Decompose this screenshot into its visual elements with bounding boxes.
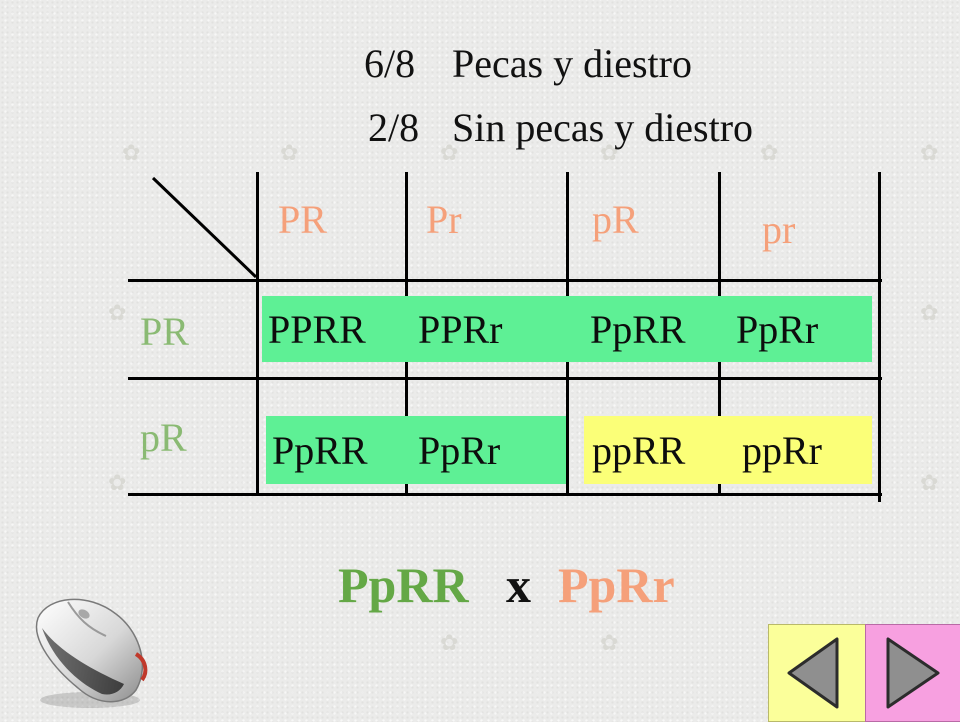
background-pattern-mark: ✿ xyxy=(920,300,939,325)
punnett-cell: PpRR xyxy=(266,416,412,484)
punnett-cell: PpRr xyxy=(730,296,872,362)
grid-vertical-line xyxy=(878,172,881,502)
background-pattern-mark: ✿ xyxy=(108,470,127,495)
background-pattern-mark: ✿ xyxy=(600,630,619,655)
ratio-fraction-1: 6/8 xyxy=(364,41,416,86)
grid-vertical-line xyxy=(256,172,259,494)
background-pattern-mark: ✿ xyxy=(280,140,299,165)
background-pattern-mark: ✿ xyxy=(760,140,779,165)
background-pattern-mark: ✿ xyxy=(108,300,127,325)
background-pattern-mark: ✿ xyxy=(440,630,459,655)
gamete-header: pR xyxy=(592,197,639,242)
gamete-header: PR xyxy=(278,197,327,242)
corner-diagonal-line xyxy=(151,176,258,279)
parent-genotype-1: PpRR xyxy=(338,557,469,613)
ratio-fraction-2: 2/8 xyxy=(368,105,420,150)
background-pattern-mark: ✿ xyxy=(920,470,939,495)
ratio-label-2: Sin pecas y diestro xyxy=(452,105,754,150)
cross-operator: x xyxy=(506,557,531,613)
punnett-cell: ppRR xyxy=(584,416,730,484)
grid-horizontal-line xyxy=(128,279,882,282)
grid-horizontal-line xyxy=(128,377,882,380)
background-pattern-mark: ✿ xyxy=(920,140,939,165)
punnett-cell: PpRR xyxy=(580,296,730,362)
arrow-left-icon xyxy=(787,637,839,709)
parent-genotype-2: PpRr xyxy=(558,557,675,613)
arrow-right-icon xyxy=(886,637,940,709)
row-gamete-label: PR xyxy=(140,309,189,354)
background-pattern-mark: ✿ xyxy=(440,140,459,165)
punnett-cell: PPRR xyxy=(262,296,412,362)
back-button[interactable] xyxy=(768,624,866,722)
punnett-cell: PpRr xyxy=(412,416,566,484)
ratio-label-1: Pecas y diestro xyxy=(452,41,692,86)
forward-button[interactable] xyxy=(865,624,960,722)
gamete-header: Pr xyxy=(426,197,462,242)
punnett-cell: PPRr xyxy=(412,296,580,362)
punnett-cell: ppRr xyxy=(730,416,872,484)
row-gamete-label: pR xyxy=(140,415,187,460)
gamete-header: pr xyxy=(762,207,796,252)
grid-horizontal-line xyxy=(128,493,882,496)
background-pattern-mark: ✿ xyxy=(600,140,619,165)
mouse-icon xyxy=(35,598,148,708)
background-pattern-mark: ✿ xyxy=(122,140,141,165)
